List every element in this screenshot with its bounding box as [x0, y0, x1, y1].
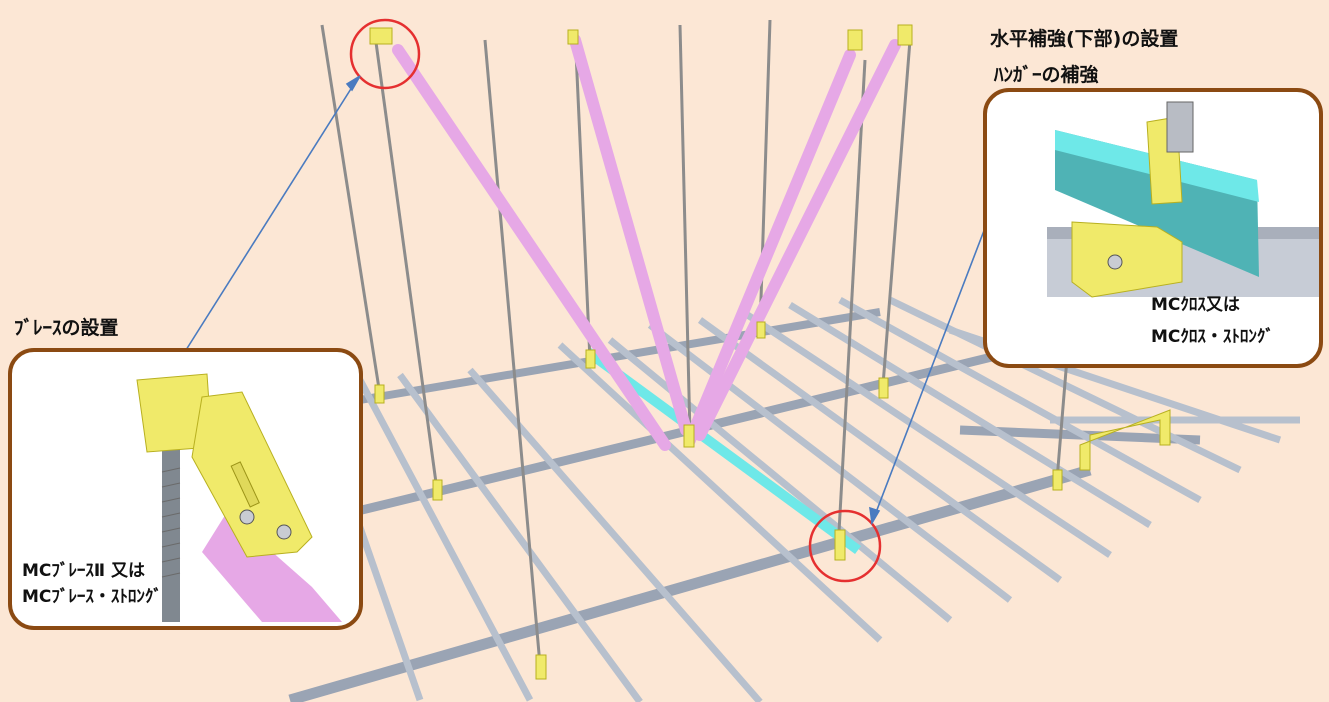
- clips: [369, 24, 1171, 680]
- highlight-circle-brace: [349, 18, 421, 90]
- brace-installation-title: ﾌﾞﾚｰｽの設置: [14, 317, 119, 339]
- brace-caption-line1: MCﾌﾞﾚｰｽⅡ 又は: [22, 561, 146, 581]
- cross-caption-line1: MCｸﾛｽ又は: [1151, 295, 1240, 315]
- cross-clip-icon: [1047, 101, 1319, 298]
- brace-clip-icon: [136, 373, 342, 622]
- hanger-rods: [320, 19, 1082, 666]
- brace-detail-callout: MCﾌﾞﾚｰｽⅡ 又は MCﾌﾞﾚｰｽ・ｽﾄﾛﾝｸﾞ: [8, 348, 363, 630]
- braces: [392, 34, 901, 451]
- cross-caption-line2: MCｸﾛｽ・ｽﾄﾛﾝｸﾞ: [1151, 327, 1274, 347]
- highlight-circle-cross: [808, 509, 882, 583]
- horizontal-reinforcement: [585, 347, 861, 555]
- horizontal-reinforcement-title: 水平補強(下部)の設置: [990, 28, 1179, 50]
- brace-caption-line2: MCﾌﾞﾚｰｽ・ｽﾄﾛﾝｸﾞ: [22, 587, 162, 607]
- grid-lines: [288, 296, 1300, 702]
- pointer-arrows: [185, 75, 986, 526]
- hanger-reinforcement-title: ﾊﾝｶﾞｰの補強: [994, 64, 1099, 86]
- cross-detail-callout: MCｸﾛｽ又は MCｸﾛｽ・ｽﾄﾛﾝｸﾞ: [983, 88, 1323, 368]
